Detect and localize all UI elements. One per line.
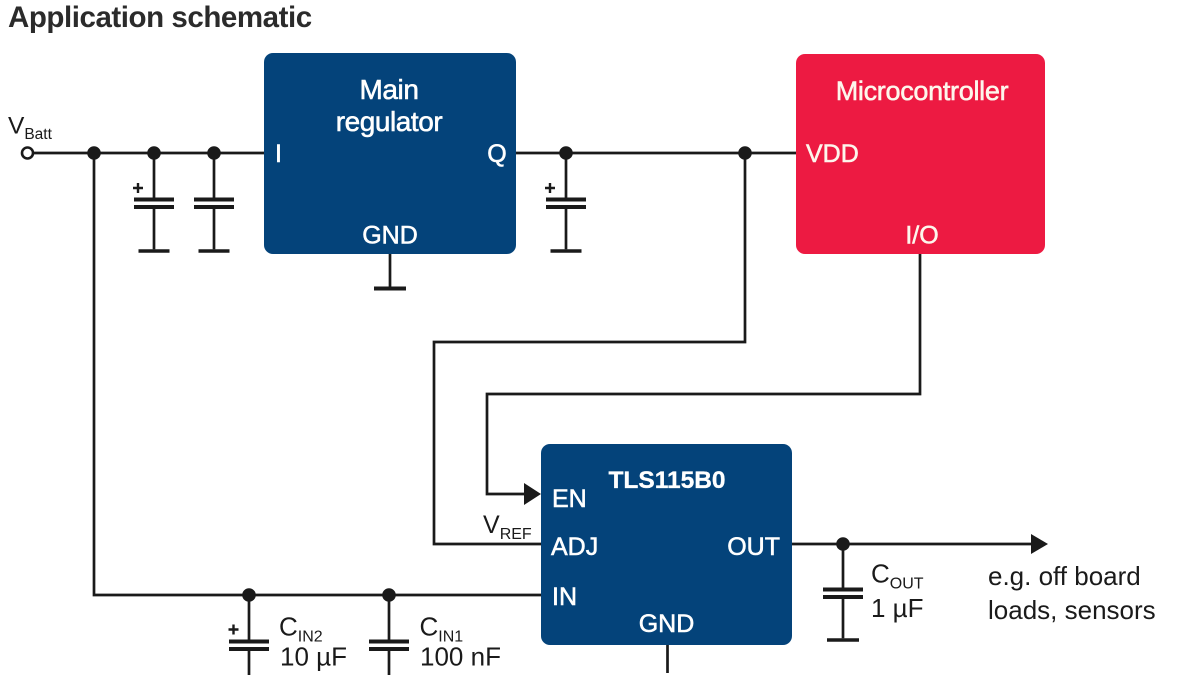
- svg-text:Microcontroller: Microcontroller: [836, 76, 1009, 106]
- svg-text:100 nF: 100 nF: [420, 642, 501, 672]
- svg-text:1 µF: 1 µF: [871, 593, 924, 623]
- svg-text:e.g. off board: e.g. off board: [988, 561, 1141, 591]
- svg-text:IN: IN: [552, 583, 577, 611]
- svg-text:loads, sensors: loads, sensors: [988, 595, 1156, 625]
- svg-text:I: I: [275, 140, 282, 168]
- svg-text:10 µF: 10 µF: [280, 642, 347, 672]
- svg-text:EN: EN: [552, 485, 587, 513]
- svg-text:I/O: I/O: [905, 222, 938, 250]
- svg-text:GND: GND: [362, 222, 418, 250]
- svg-text:TLS115B0: TLS115B0: [608, 467, 725, 494]
- svg-text:Main: Main: [360, 74, 419, 105]
- svg-text:Application schematic: Application schematic: [8, 1, 312, 34]
- svg-text:ADJ: ADJ: [551, 533, 598, 561]
- svg-text:regulator: regulator: [336, 106, 443, 137]
- svg-text:Q: Q: [487, 140, 506, 168]
- svg-text:GND: GND: [639, 610, 695, 638]
- svg-text:OUT: OUT: [727, 533, 780, 561]
- svg-text:VDD: VDD: [806, 140, 859, 168]
